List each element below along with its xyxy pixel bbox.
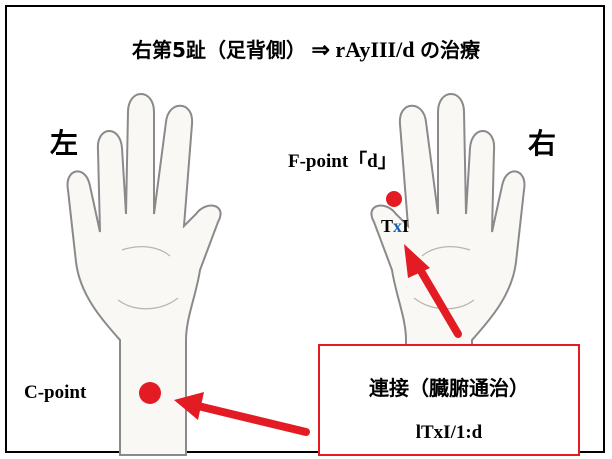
left-hand — [66, 93, 222, 456]
f-point-label: F-point「d」 — [288, 151, 397, 172]
info-box: 連接（臓腑通治） lTxI/1:d — [318, 344, 580, 456]
arrow-to-c-point — [174, 392, 310, 436]
title-arrow: ⇒ — [311, 37, 330, 62]
diagram-title: 右第5趾（足背側） ⇒ rAyIII/d の治療 — [0, 34, 612, 63]
c-point-label: C-point — [24, 382, 87, 403]
txi-label: TxI — [381, 216, 409, 237]
f-point-dot — [386, 191, 402, 207]
txi-t: T — [381, 216, 394, 236]
info-box-code: lTxI/1:d — [415, 422, 483, 443]
left-side-label: 左 — [50, 127, 79, 160]
title-suffix: の治療 — [419, 38, 480, 62]
right-side-label: 右 — [528, 127, 557, 160]
c-point-dot — [139, 382, 161, 404]
arrow-to-txi — [404, 244, 462, 338]
info-box-title: 連接（臓腑通治） — [369, 376, 529, 400]
title-code: rAyIII/d — [335, 37, 415, 62]
txi-x: x — [393, 216, 403, 236]
txi-i: I — [402, 216, 410, 236]
title-japanese: 右第5趾（足背側） — [132, 38, 306, 62]
